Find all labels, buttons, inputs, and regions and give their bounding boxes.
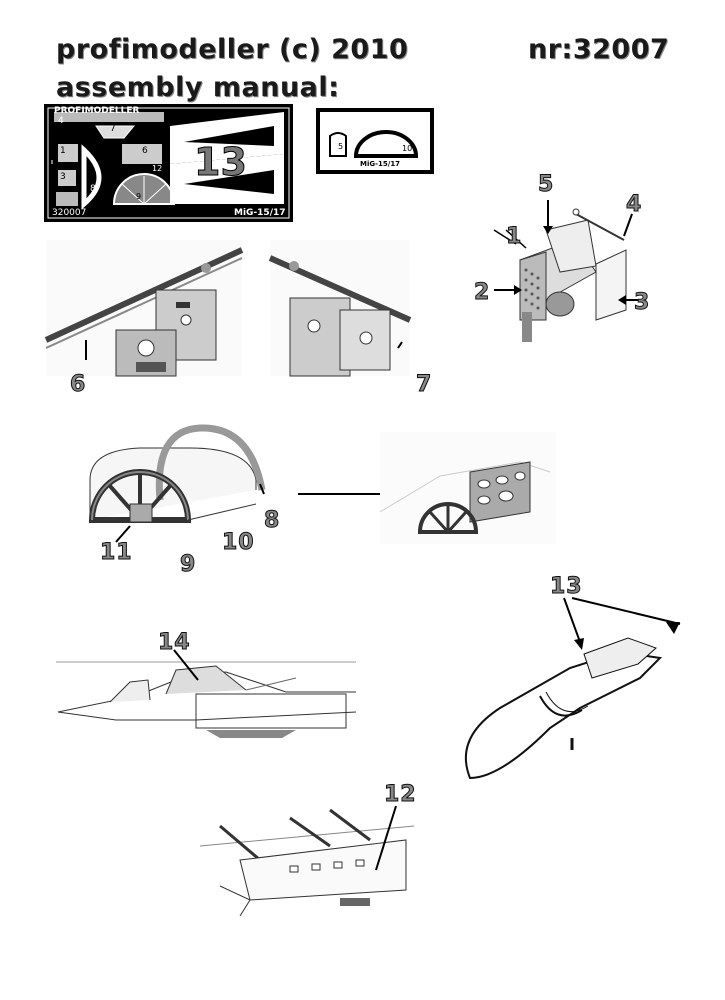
manual-title: profimodeller (c) 2010 [56,34,409,65]
callout-4: 4 [625,192,643,218]
fuselage-underside-drawing [199,805,415,917]
photo-etch-fret-large: PROFIMODELLER 13 7 4 6 1 12 9 3 8 320007… [44,104,293,222]
fret-small-label: MiG-15/17 [360,160,401,168]
callout-10: 10 [222,530,255,556]
fret-large-drawing [47,107,290,219]
kit-number: nr:32007 [528,34,670,65]
drop-tank-drawing [464,597,681,780]
fuselage-side-view-drawing [56,649,357,738]
fret-label: MiG-15/17 [234,208,286,218]
callout-3: 3 [633,290,651,316]
fret-part-9: 9 [136,192,142,201]
callout-8: 8 [263,508,281,534]
canopy-frame-drawing [88,424,266,543]
cockpit-side-panel-right [268,240,412,377]
callout-1: 1 [505,224,523,250]
cockpit-side-panel-left [44,240,244,377]
callout-5: 5 [537,172,555,198]
fret-part-8: 8 [90,184,96,194]
fret-small-part-5: 5 [338,142,344,151]
fret-part-1: 1 [60,146,66,156]
fret-brand: PROFIMODELLER [54,106,140,116]
callout-6: 6 [69,372,87,398]
manual-subtitle: assembly manual: [56,72,340,103]
callout-9: 9 [179,552,197,578]
fret-small-drawing [320,112,430,170]
callout-2: 2 [473,280,491,306]
fret-part-6: 6 [142,146,148,156]
callout-13: 13 [550,574,583,600]
callout-7: 7 [415,372,433,398]
callout-11: 11 [100,540,133,566]
fret-part-3: 3 [60,172,66,182]
fret-small-part-10: 10 [402,144,413,153]
seat-assembly-drawing [493,200,640,342]
photo-etch-fret-small: 5 10 MiG-15/17 [316,108,434,174]
canopy-installed-drawing [379,432,556,544]
callout-12: 12 [384,782,417,808]
fret-code: 320007 [52,208,87,218]
callout-14: 14 [158,630,191,656]
fret-part-13: 13 [194,140,248,185]
fret-part-12: 12 [152,164,163,173]
fret-part-4: 4 [58,116,64,126]
fret-part-7: 7 [110,124,116,134]
